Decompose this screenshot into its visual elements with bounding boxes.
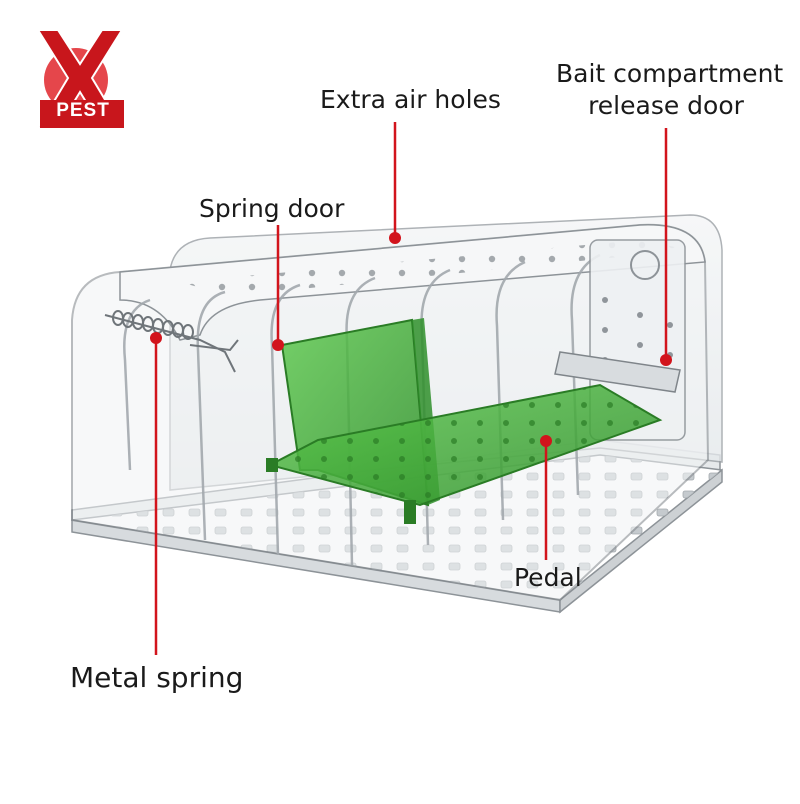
callout-metal-spring [150, 332, 162, 655]
label-extra-air-holes: Extra air holes [320, 85, 501, 114]
logo-text: PEST [56, 100, 110, 121]
metal-spring [104, 310, 239, 373]
callout-pedal [540, 435, 552, 560]
label-metal-spring: Metal spring [70, 661, 244, 694]
callout-extra-air-holes [389, 122, 401, 244]
label-bait-compartment-line2: release door [588, 91, 744, 120]
label-pedal: Pedal [514, 563, 582, 592]
trap-body [71, 214, 723, 614]
label-bait-compartment-line1: Bait compartment [556, 59, 784, 88]
x-pest-logo [36, 29, 124, 129]
label-spring-door: Spring door [199, 194, 345, 223]
callout-bait-compartment [660, 128, 672, 366]
pedal-plate [266, 383, 663, 524]
callout-spring-door [272, 225, 284, 351]
